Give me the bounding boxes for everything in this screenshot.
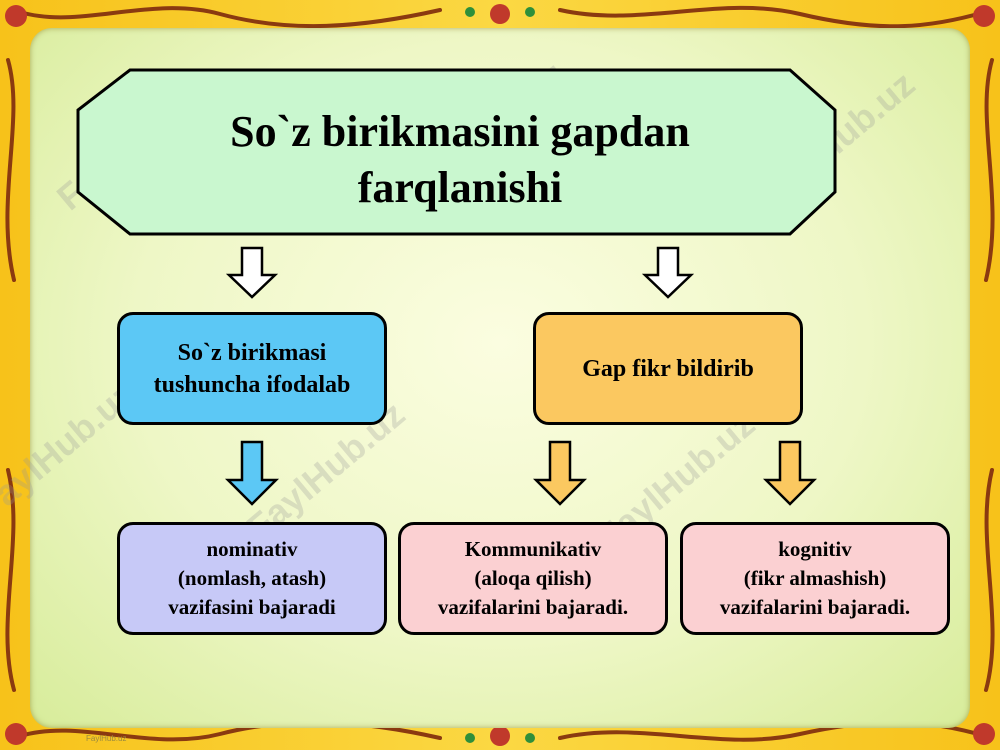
down-arrow-icon (225, 246, 279, 299)
box-text: So`z birikmasi (177, 339, 327, 366)
box-text: Kommunikativ (464, 537, 602, 561)
down-arrow-icon (641, 246, 695, 299)
box-text: vazifalarini bajaradi. (437, 595, 629, 619)
communicative-box: Kommunikativ (aloqa qilish) vazifalarini… (398, 522, 668, 635)
box-text: (nomlash, atash) (177, 566, 327, 590)
title-octagon (76, 68, 837, 236)
word-combination-box: So`z birikmasi tushuncha ifodalab (117, 312, 387, 425)
down-arrow-icon (762, 440, 818, 506)
down-arrow-icon (532, 440, 588, 506)
box-text: tushuncha ifodalab (153, 371, 351, 398)
diagram-title: So`z birikmasini gapdan farqlanishi (100, 104, 820, 216)
title-line: So`z birikmasini gapdan (230, 107, 690, 156)
box-text: nominativ (206, 537, 298, 561)
box-text: (aloqa qilish) (474, 566, 592, 590)
box-text: vazifasini bajaradi (168, 595, 336, 619)
footer-watermark: FaylHub.uz (86, 734, 127, 743)
title-line: farqlanishi (357, 163, 563, 212)
cognitive-box: kognitiv (fikr almashish) vazifalarini b… (680, 522, 950, 635)
box-text: (fikr almashish) (743, 566, 887, 590)
down-arrow-icon (224, 440, 280, 506)
box-text: Gap fikr bildirib (582, 355, 754, 382)
box-text: kognitiv (778, 537, 852, 561)
sentence-box: Gap fikr bildirib (533, 312, 803, 425)
box-text: vazifalarini bajaradi. (719, 595, 911, 619)
nominative-box: nominativ (nomlash, atash) vazifasini ba… (117, 522, 387, 635)
